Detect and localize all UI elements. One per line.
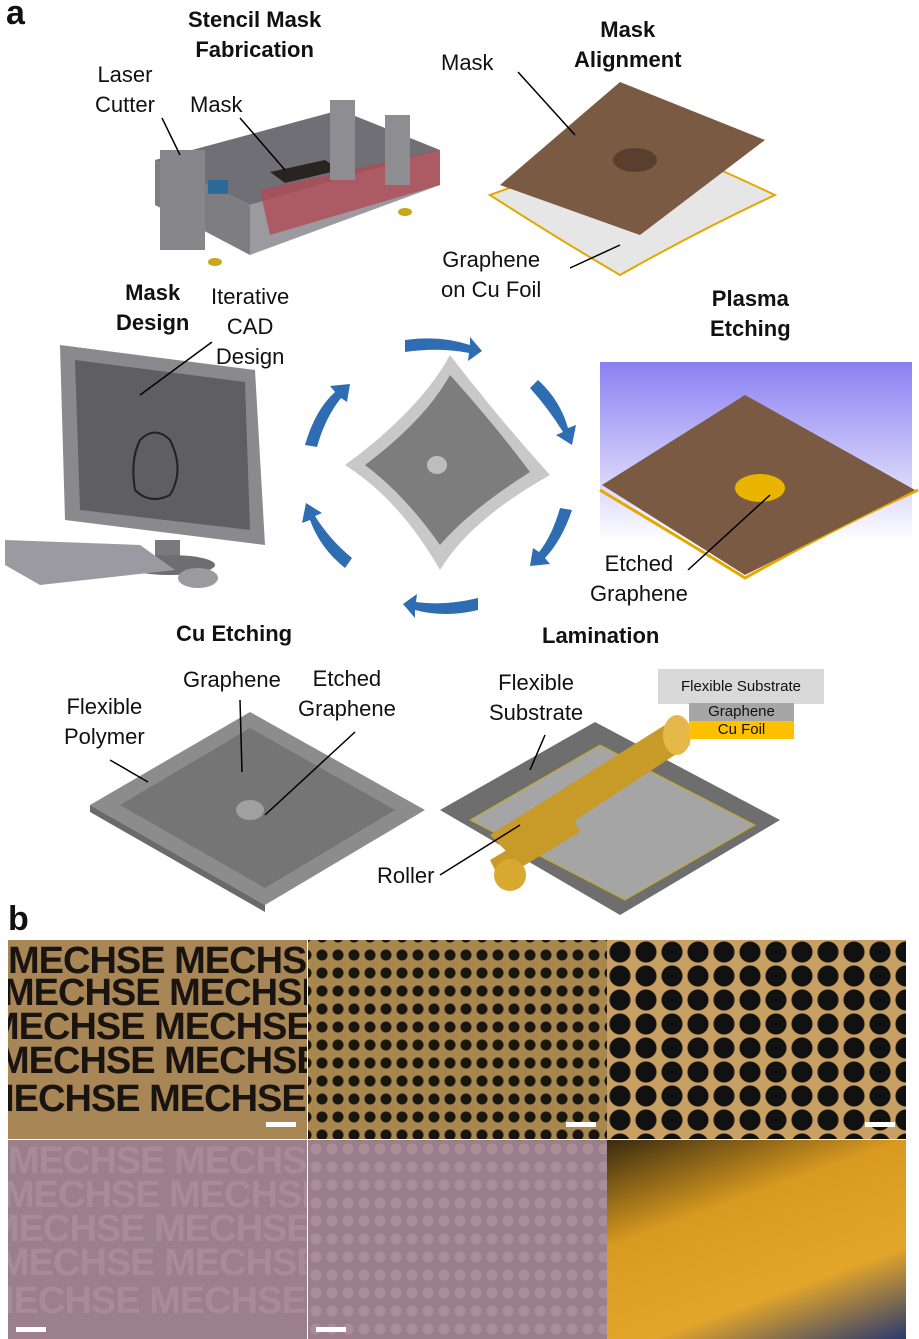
graphene-text-row: MECHSE MECHSE MECHSE [8, 1174, 307, 1216]
photo-graphene-dots [308, 1140, 607, 1339]
scale-bar [566, 1122, 596, 1127]
scale-bar [316, 1327, 346, 1332]
mask-alignment-illustration [487, 82, 778, 277]
label-flexible-polymer: Flexible Polymer [64, 694, 145, 749]
mask-text-row: MECHSE MECHSE MECHSE [8, 1006, 307, 1048]
label-flexible-substrate: Flexible Substrate [489, 670, 584, 725]
scale-bar [16, 1327, 46, 1332]
title-mask-design: Mask Design [116, 280, 190, 335]
graphene-text-row: MECHSE MECHSE MECHSE [8, 1140, 307, 1182]
label-graphene: Graphene [183, 667, 281, 692]
title-stencil-mask-fabrication: Stencil Mask Fabrication [188, 7, 322, 62]
center-graphene-sheet [345, 355, 550, 570]
laser-cutter-illustration [155, 100, 440, 266]
mask-text-row: MECHSE MECHSE MECHSE [8, 972, 307, 1014]
legend-flexible-substrate: Flexible Substrate [658, 669, 824, 704]
graphene-text-row: MECHSE MECHSE MECHSE [8, 1208, 307, 1250]
label-mask-cutter: Mask [190, 92, 243, 117]
graphene-text-row: MECHSE MECHSE MECHSE [8, 1242, 307, 1284]
scale-bar [266, 1122, 296, 1127]
panel-letter-b: b [8, 900, 29, 938]
process-illustration [5, 71, 919, 915]
lamination-illustration [440, 715, 780, 915]
label-roller: Roller [377, 863, 435, 888]
scale-bar [865, 1122, 895, 1127]
label-graphene-on-cu: Graphene on Cu Foil [441, 247, 542, 302]
title-mask-alignment: Mask Alignment [574, 17, 682, 72]
mask-text-row: MECHSE MECHSE MECHSE [8, 1040, 307, 1082]
mask-text-row: MECHSE MECHSE MECHSE [8, 1078, 307, 1120]
label-etched-graphene-cu: Etched Graphene [298, 666, 396, 721]
leader-lines [109, 71, 771, 876]
title-lamination: Lamination [542, 623, 660, 648]
label-mask-alignment: Mask [441, 50, 494, 75]
title-plasma-etching: Plasma Etching [710, 286, 791, 341]
label-laser-cutter: Laser Cutter [95, 62, 155, 117]
photo-graphene-text: MECHSE MECHSE MECHSE MECHSE MECHSE MECHS… [8, 1140, 307, 1339]
monitor-illustration [5, 345, 265, 588]
photo-flexible-film [607, 1140, 906, 1339]
cu-etching-illustration [90, 712, 425, 912]
photo-mask-dots [308, 940, 607, 1139]
legend-graphene: Graphene [689, 703, 794, 721]
photo-mask-text: MECHSE MECHSE MECHSE MECHSE MECHSE MECHS… [8, 940, 307, 1139]
panel-letter-a: a [6, 0, 25, 32]
label-etched-graphene-plasma: Etched Graphene [590, 551, 688, 606]
graphene-text-row: MECHSE MECHSE MECHSE [8, 1280, 307, 1322]
plasma-etching-illustration [599, 362, 919, 580]
mask-text-row: MECHSE MECHSE MECHSE [8, 940, 307, 982]
legend-cu-foil: Cu Foil [689, 721, 794, 739]
label-iterative-cad: Iterative CAD Design [211, 284, 290, 369]
cycle-arrows [302, 337, 576, 618]
photo-mask-honeycomb [607, 940, 906, 1139]
title-cu-etching: Cu Etching [176, 621, 293, 646]
